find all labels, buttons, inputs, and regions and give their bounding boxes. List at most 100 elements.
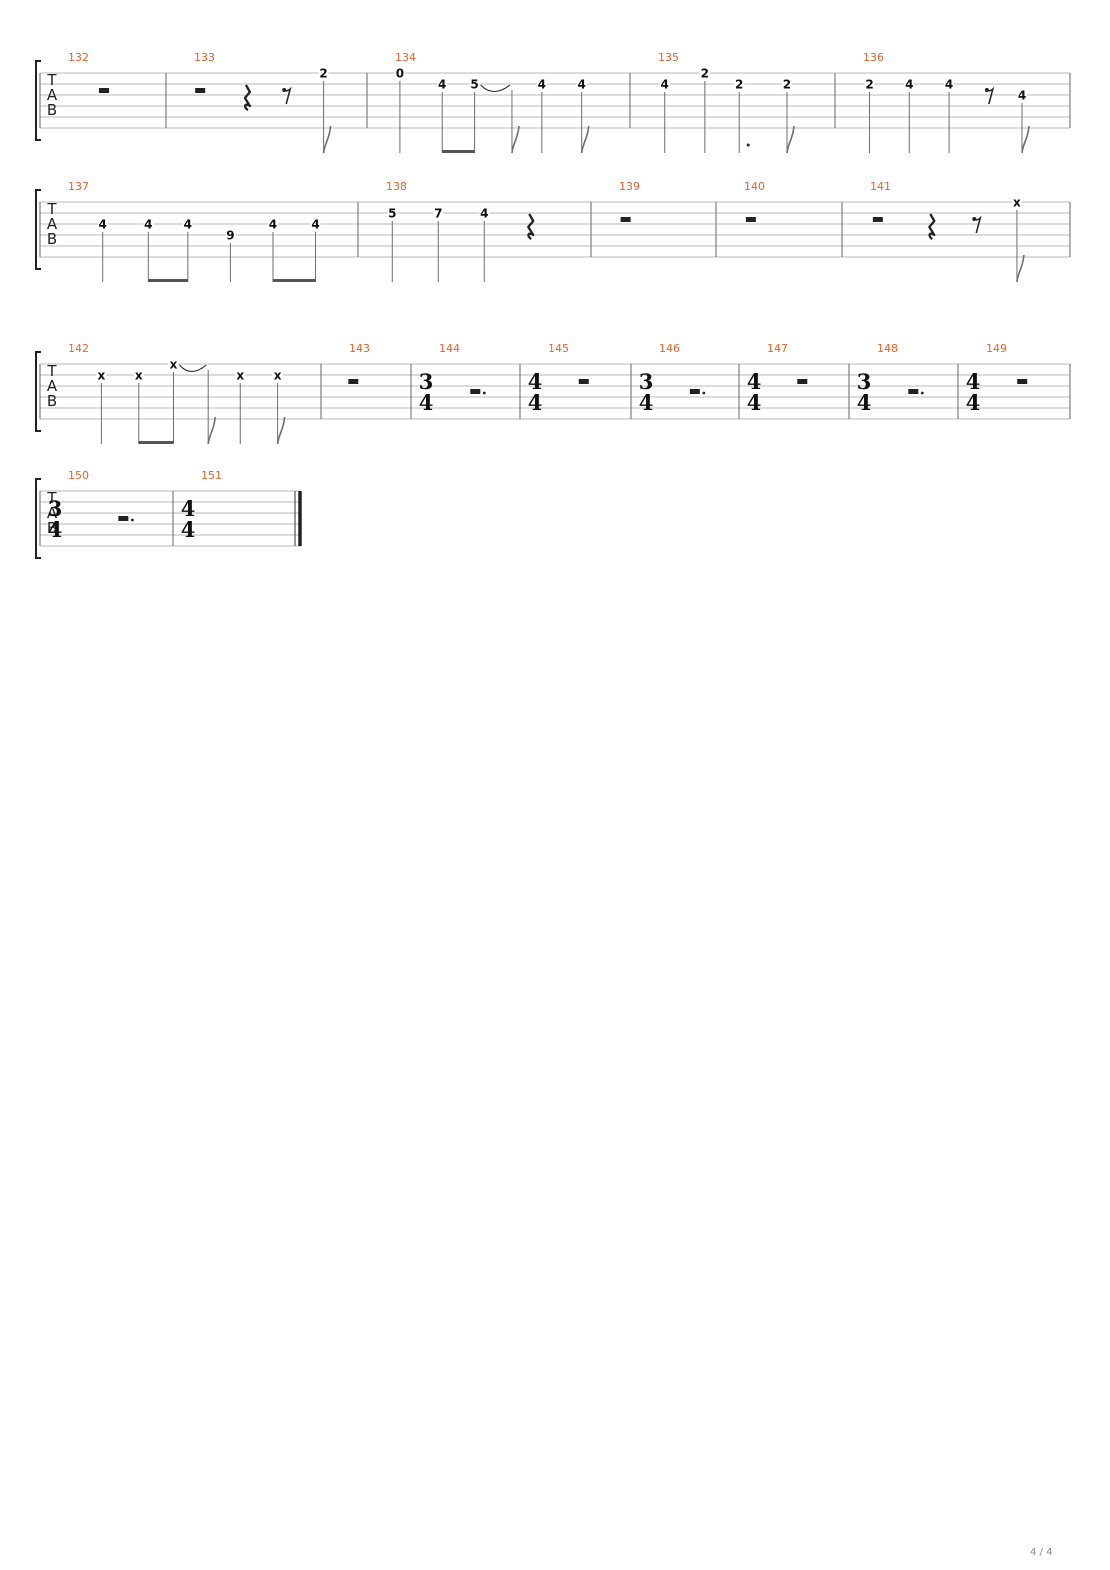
measure-number: 135 [658, 51, 679, 64]
fret-number: 4 [99, 218, 107, 232]
rest-dot [920, 391, 924, 395]
tab-clef-letter: A [47, 86, 58, 104]
fret-background [576, 78, 587, 90]
tab-clef-letter: B [47, 101, 57, 119]
whole-rest [348, 379, 359, 384]
fret-background [96, 369, 107, 381]
fret-number: 2 [865, 78, 873, 92]
fret-number: 4 [945, 78, 953, 92]
eighth-flag [580, 125, 590, 154]
fret-background [318, 67, 329, 79]
dead-note: x [135, 369, 143, 383]
measure-number: 137 [68, 180, 89, 193]
fret-background [864, 78, 875, 90]
whole-rest [99, 88, 109, 93]
system-bracket [35, 60, 41, 141]
half-rest [908, 389, 919, 394]
system-bracket [35, 478, 41, 559]
page-number: 4 / 4 [1030, 1547, 1053, 1558]
time-signature-denominator: 4 [966, 390, 981, 415]
eighth-rest-stem [986, 86, 995, 105]
fret-background [133, 369, 144, 381]
fret-number: 4 [905, 78, 913, 92]
measure: 140 [744, 180, 765, 222]
beam [138, 441, 174, 444]
measure: 137 4 4 4 9 4 4 [68, 180, 321, 282]
time-signature-numerator: 3 [419, 369, 434, 394]
measure-number: 136 [863, 51, 884, 64]
half-rest [118, 516, 129, 521]
rest-dot [130, 518, 134, 522]
fret-background [1017, 89, 1028, 101]
fret-number: 4 [311, 218, 319, 232]
measure-number: 148 [877, 342, 898, 355]
time-signature-numerator: 3 [48, 496, 63, 521]
measure-number: 144 [439, 342, 460, 355]
time-signature-denominator: 4 [419, 390, 434, 415]
fret-number: 2 [319, 67, 327, 81]
beam [272, 279, 316, 282]
fret-number: 4 [577, 78, 585, 92]
measure-number: 146 [659, 342, 680, 355]
measure: 132 [68, 51, 109, 93]
dead-note: x [1013, 196, 1021, 210]
measure-number: 142 [68, 342, 89, 355]
fret-background [267, 218, 278, 230]
fret-background [235, 369, 246, 381]
tab-clef-letter: A [47, 215, 58, 233]
tab-clef-letter: A [47, 377, 58, 395]
measure-number: 150 [68, 469, 89, 482]
dead-note: x [274, 369, 282, 383]
system-bracket [35, 351, 41, 432]
fret-background [734, 78, 745, 90]
fret-number: 9 [226, 229, 234, 243]
time-signature-numerator: 4 [966, 369, 981, 394]
quarter-rest [243, 84, 252, 112]
eighth-flag [322, 125, 332, 154]
rest-dot [702, 391, 706, 395]
fret-background [310, 218, 321, 230]
measure-number: 145 [548, 342, 569, 355]
fret-number: 4 [438, 78, 446, 92]
time-signature-denominator: 4 [181, 517, 196, 542]
tab-clef-letter: T [46, 71, 57, 89]
beam [148, 279, 188, 282]
fret-number: 4 [269, 218, 277, 232]
whole-rest [195, 88, 206, 93]
time-signature-numerator: 4 [181, 496, 196, 521]
fret-background [479, 207, 490, 219]
fret-background [659, 78, 670, 90]
fret-number: 2 [735, 78, 743, 92]
fret-background [143, 218, 154, 230]
fret-number: 4 [538, 78, 546, 92]
tab-clef-letter: T [46, 489, 57, 507]
measure-number: 133 [194, 51, 215, 64]
eighth-flag [276, 416, 286, 445]
time-signature-numerator: 3 [639, 369, 654, 394]
duration-dot [746, 143, 750, 147]
fret-number: 4 [184, 218, 192, 232]
tie-arc [480, 84, 511, 92]
half-rest [689, 389, 700, 394]
fret-number: 4 [144, 218, 152, 232]
eighth-flag [1016, 254, 1025, 283]
fret-number: 5 [470, 78, 478, 92]
fret-background [536, 78, 547, 90]
fret-number: 0 [396, 67, 404, 81]
rest-dot [482, 391, 486, 395]
whole-rest [872, 217, 883, 222]
fret-background [699, 67, 710, 79]
fret-background [433, 207, 444, 219]
